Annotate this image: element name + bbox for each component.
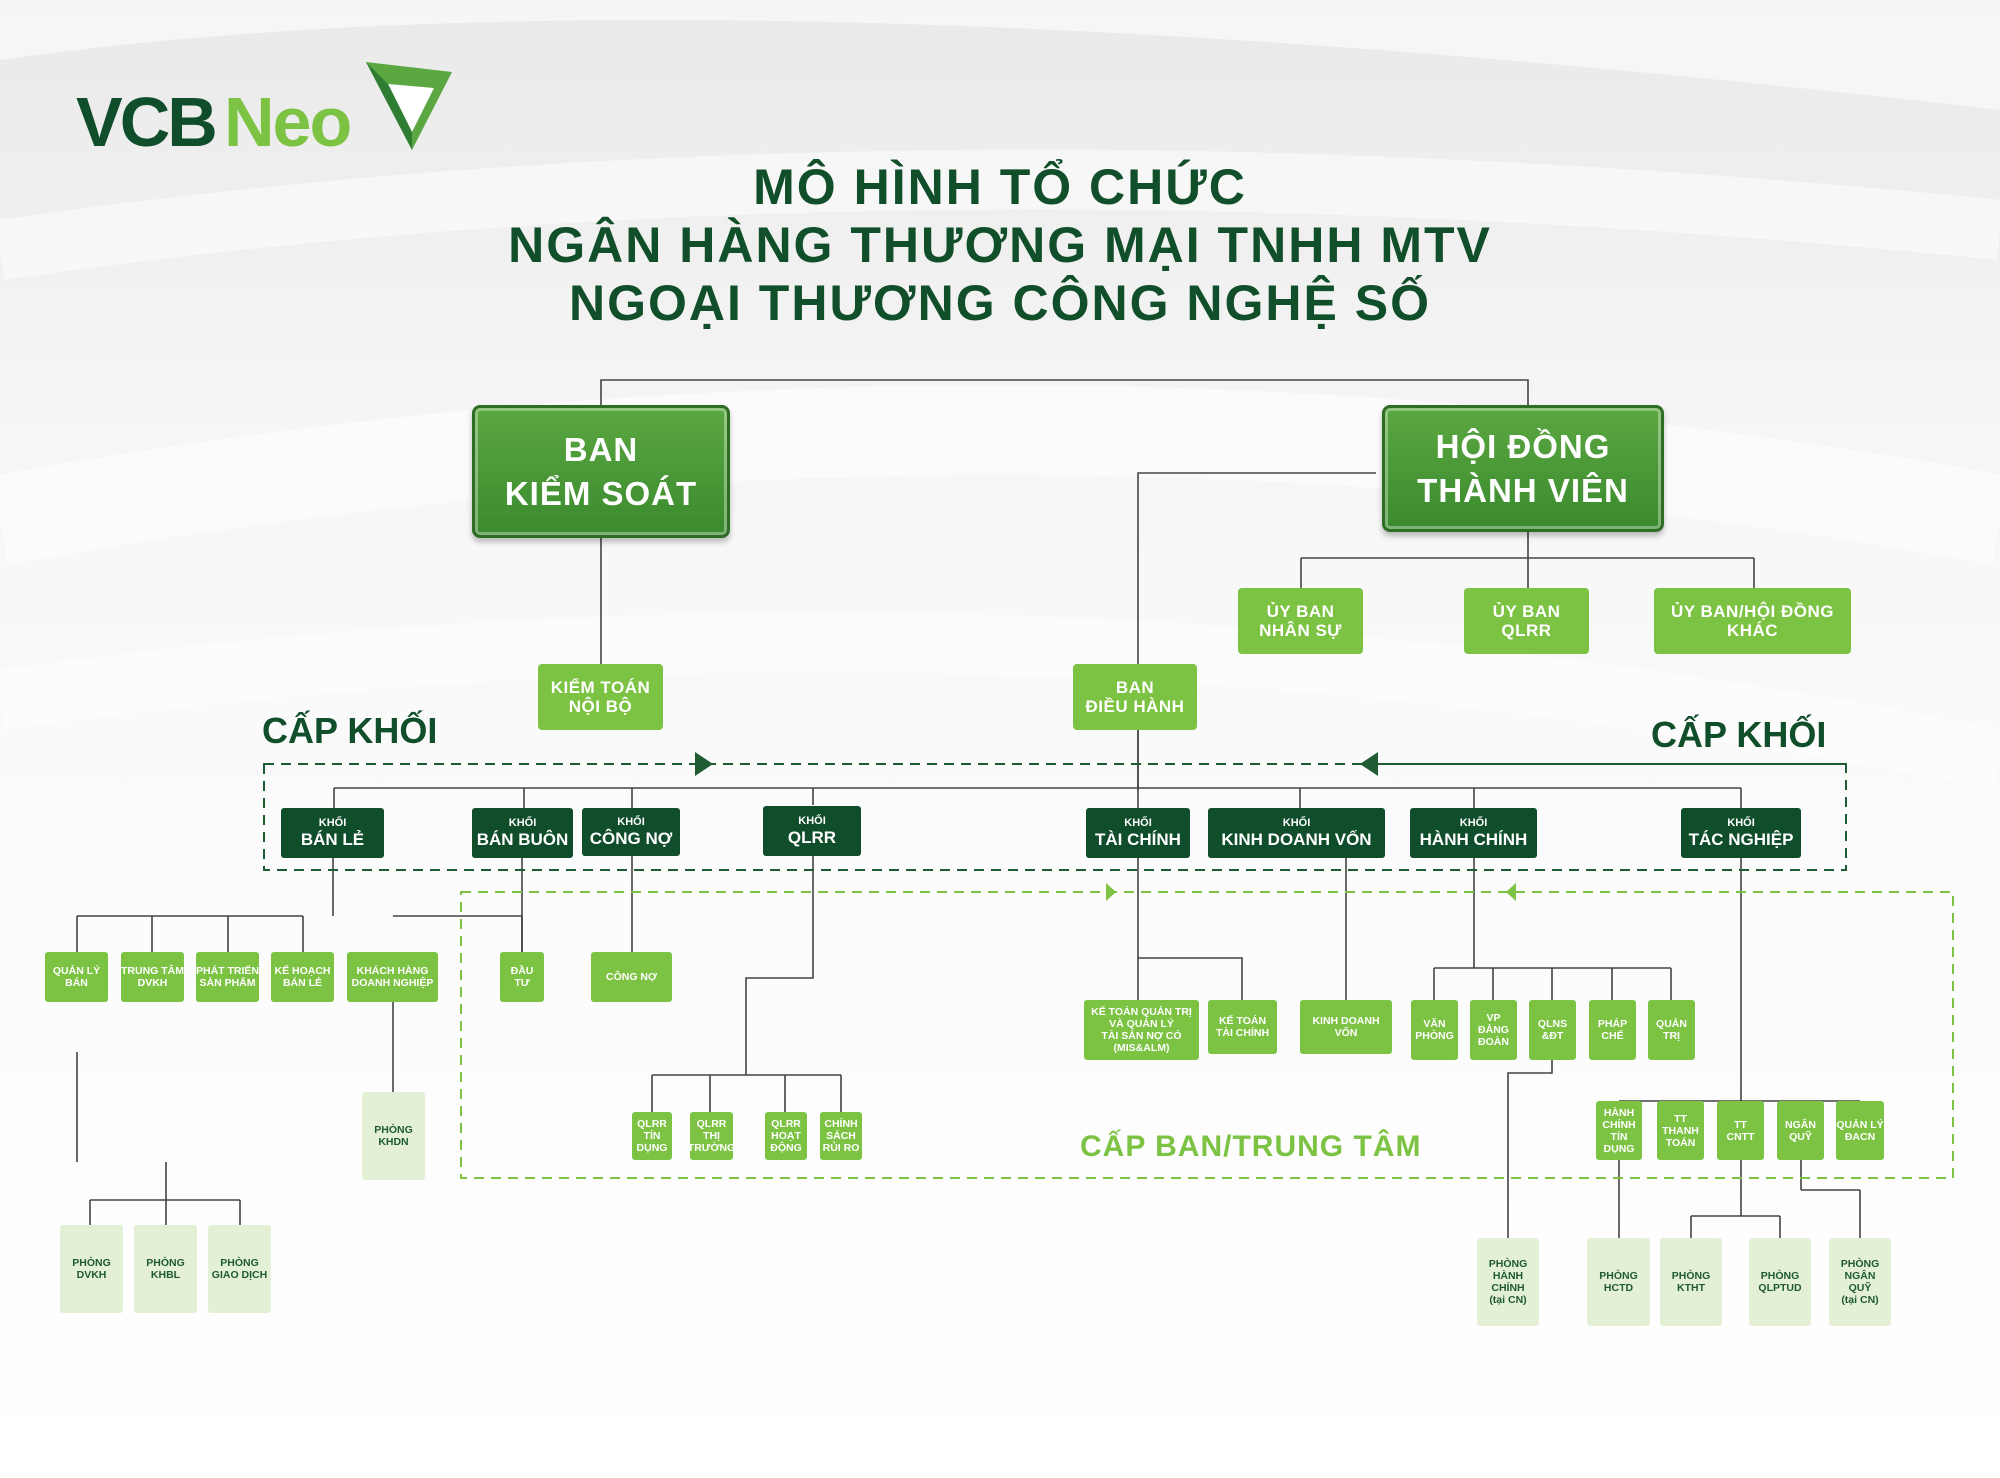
khoi-name: BÁN LẺ (300, 830, 365, 849)
node-p-khdn: PHÒNG KHDN (362, 1092, 425, 1180)
node-khoi-congno: KHỐI CÔNG NỢ (582, 808, 680, 856)
chart-title-line-1: MÔ HÌNH TỔ CHỨC (753, 159, 1247, 215)
node-nganquy: NGÂN QUỸ (1777, 1101, 1824, 1160)
node-khoi-qlrr: KHỐI QLRR (763, 806, 861, 856)
node-quantri: QUẢN TRỊ (1648, 1000, 1695, 1060)
node-qlrr-hd: QLRR HOẠT ĐỘNG (765, 1112, 807, 1160)
khoi-label: KHỐI (798, 815, 826, 827)
khoi-label: KHỐI (1124, 817, 1152, 829)
node-p-nqcn: PHÒNG NGÂN QUỸ (tại CN) (1829, 1238, 1891, 1326)
node-khoi-banbuon: KHỐI BÁN BUÔN (472, 808, 573, 858)
node-p-ktht: PHÒNG KTHT (1660, 1238, 1722, 1326)
arrow-right-icon (695, 752, 713, 776)
khoi-label: KHỐI (1727, 817, 1755, 829)
node-congno: CÔNG NỢ (591, 952, 672, 1002)
khoi-label: KHỐI (1282, 817, 1311, 829)
node-khoi-kdv: KHỐI KINH DOANH VỐN (1208, 808, 1385, 858)
node-hdtv: HỘI ĐỒNG THÀNH VIÊN (1382, 405, 1664, 532)
node-ubqlrr: ỦY BAN QLRR (1464, 588, 1589, 654)
node-csrr: CHÍNH SÁCH RỦI RO (820, 1112, 862, 1160)
node-hctd: HÀNH CHÍNH TÍN DỤNG (1596, 1101, 1642, 1160)
khoi-name: TÀI CHÍNH (1095, 830, 1181, 849)
node-bks: BAN KIỂM SOÁT (472, 405, 730, 538)
node-ttdvkh: TRUNG TÂM DVKH (121, 952, 184, 1002)
logo-v-icon (366, 62, 452, 150)
vcbneo-logo: VCB Neo (72, 52, 472, 162)
node-vpdd: VP ĐẢNG ĐOÀN (1470, 1000, 1517, 1060)
cap-ban-dashed-border (460, 891, 1954, 1179)
logo-text-neo: Neo (224, 83, 352, 161)
node-qlrr-tt: QLRR THỊ TRƯỜNG (688, 1112, 735, 1160)
arrow-left-light-icon (1506, 883, 1516, 901)
node-tttt: TT THANH TOÁN (1657, 1101, 1704, 1160)
node-p-gd: PHÒNG GIAO DỊCH (208, 1225, 271, 1313)
khoi-label: KHỐI (318, 817, 347, 829)
node-qlb: QUẢN LÝ BÁN (45, 952, 108, 1002)
node-bdh: BAN ĐIỀU HÀNH (1073, 664, 1197, 730)
node-khoi-banle: KHỐI BÁN LẺ (281, 808, 384, 858)
node-khbl: KẾ HOẠCH BÁN LẺ (271, 952, 334, 1002)
node-khoi-hanhchinh: KHỐI HÀNH CHÍNH (1410, 808, 1537, 858)
node-qlns: QLNS &ĐT (1529, 1000, 1576, 1060)
node-vanphong: VĂN PHÒNG (1411, 1000, 1458, 1060)
khoi-name: CÔNG NỢ (589, 829, 673, 848)
node-ubk: ỦY BAN/HỘI ĐỒNG KHÁC (1654, 588, 1851, 654)
node-p-qlptud: PHÒNG QLPTUD (1749, 1238, 1811, 1326)
cap-khoi-label-right: CẤP KHỐI (1651, 714, 1827, 755)
logo-text-vcb: VCB (76, 83, 218, 161)
node-p-hccn: PHÒNG HÀNH CHÍNH (tại CN) (1477, 1238, 1539, 1326)
khoi-name: QLRR (787, 828, 837, 847)
khoi-label: KHỐI (1459, 817, 1488, 829)
node-phapche: PHÁP CHẾ (1589, 1000, 1636, 1060)
node-khdn: KHÁCH HÀNG DOANH NGHIỆP (347, 952, 438, 1002)
node-kttc: KẾ TOÁN TÀI CHÍNH (1208, 1000, 1277, 1054)
node-p-khbl: PHÒNG KHBL (134, 1225, 197, 1313)
khoi-name: KINH DOANH VỐN (1221, 830, 1372, 849)
node-khoi-taichinh: KHỐI TÀI CHÍNH (1086, 808, 1190, 858)
cap-khoi-label-left: CẤP KHỐI (262, 710, 438, 751)
cap-khoi-dashed-border (263, 763, 1847, 871)
khoi-name: TÁC NGHIỆP (1688, 830, 1794, 849)
node-ktqt: KẾ TOÁN QUẢN TRỊ VÀ QUẢN LÝ TÀI SẢN NỢ C… (1084, 1000, 1199, 1060)
node-ktnb: KIỂM TOÁN NỘI BỘ (538, 664, 663, 730)
node-dautu: ĐẦU TƯ (500, 952, 544, 1002)
node-qlrr-td: QLRR TÍN DỤNG (632, 1112, 672, 1160)
khoi-label: KHỐI (508, 817, 537, 829)
chart-title-line-3: NGOẠI THƯƠNG CÔNG NGHỆ SỐ (569, 275, 1431, 331)
node-kdvon: KINH DOANH VỐN (1300, 1000, 1392, 1054)
node-p-dvkh: PHÒNG DVKH (60, 1225, 123, 1313)
cap-ban-trung-tam-label: CẤP BAN/TRUNG TÂM (1080, 1130, 1422, 1163)
chart-title-line-2: NGÂN HÀNG THƯƠNG MẠI TNHH MTV (508, 217, 1492, 273)
node-qldacn: QUẢN LÝ ĐACN (1836, 1101, 1884, 1160)
node-ptsp: PHÁT TRIỂN SẢN PHẨM (196, 952, 259, 1002)
arrow-right-light-icon (1106, 883, 1116, 901)
node-p-hctd: PHÒNG HCTD (1587, 1238, 1650, 1326)
khoi-label: KHỐI (617, 816, 645, 828)
khoi-name: BÁN BUÔN (476, 830, 569, 849)
node-ubns: ỦY BAN NHÂN SỰ (1238, 588, 1363, 654)
node-ttcntt: TT CNTT (1717, 1101, 1764, 1160)
khoi-name: HÀNH CHÍNH (1419, 830, 1528, 849)
node-khoi-tacnghiep: KHỐI TÁC NGHIỆP (1681, 808, 1801, 858)
arrow-left-icon (1360, 752, 1378, 776)
